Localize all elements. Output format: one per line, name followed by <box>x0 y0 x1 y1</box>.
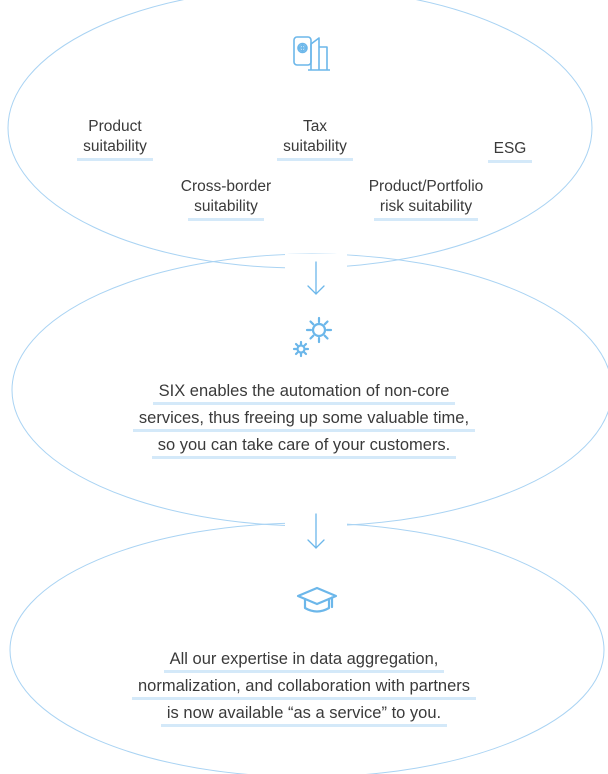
tax-suitability-label: Tax suitability <box>255 117 375 161</box>
automation-line-2: services, thus freeing up some valuable … <box>132 407 476 432</box>
expertise-line-2: normalization, and collaboration with pa… <box>131 675 476 700</box>
automation-line-3: so you can take care of your customers. <box>151 434 457 459</box>
product-suitability-label: Product suitability <box>55 117 175 161</box>
graduation-cap-icon <box>296 586 338 613</box>
automation-line-1: SIX enables the automation of non-core <box>152 380 456 405</box>
product-portfolio-risk-suitability-label: Product/Portfolio risk suitability <box>339 177 513 221</box>
expertise-line-3: is now available “as a service” to you. <box>160 702 448 727</box>
esg-label: ESG <box>470 139 550 163</box>
down-arrow-icon <box>307 261 325 295</box>
expertise-line-1: All our expertise in data aggregation, <box>163 648 445 673</box>
down-arrow-icon <box>307 513 325 549</box>
gears-icon <box>292 316 333 358</box>
automation-description: SIX enables the automation of non-core s… <box>0 378 608 459</box>
expertise-description: All our expertise in data aggregation, n… <box>0 646 608 727</box>
cross-border-suitability-label: Cross-border suitability <box>156 177 296 221</box>
smartphone-building-icon <box>293 36 330 71</box>
